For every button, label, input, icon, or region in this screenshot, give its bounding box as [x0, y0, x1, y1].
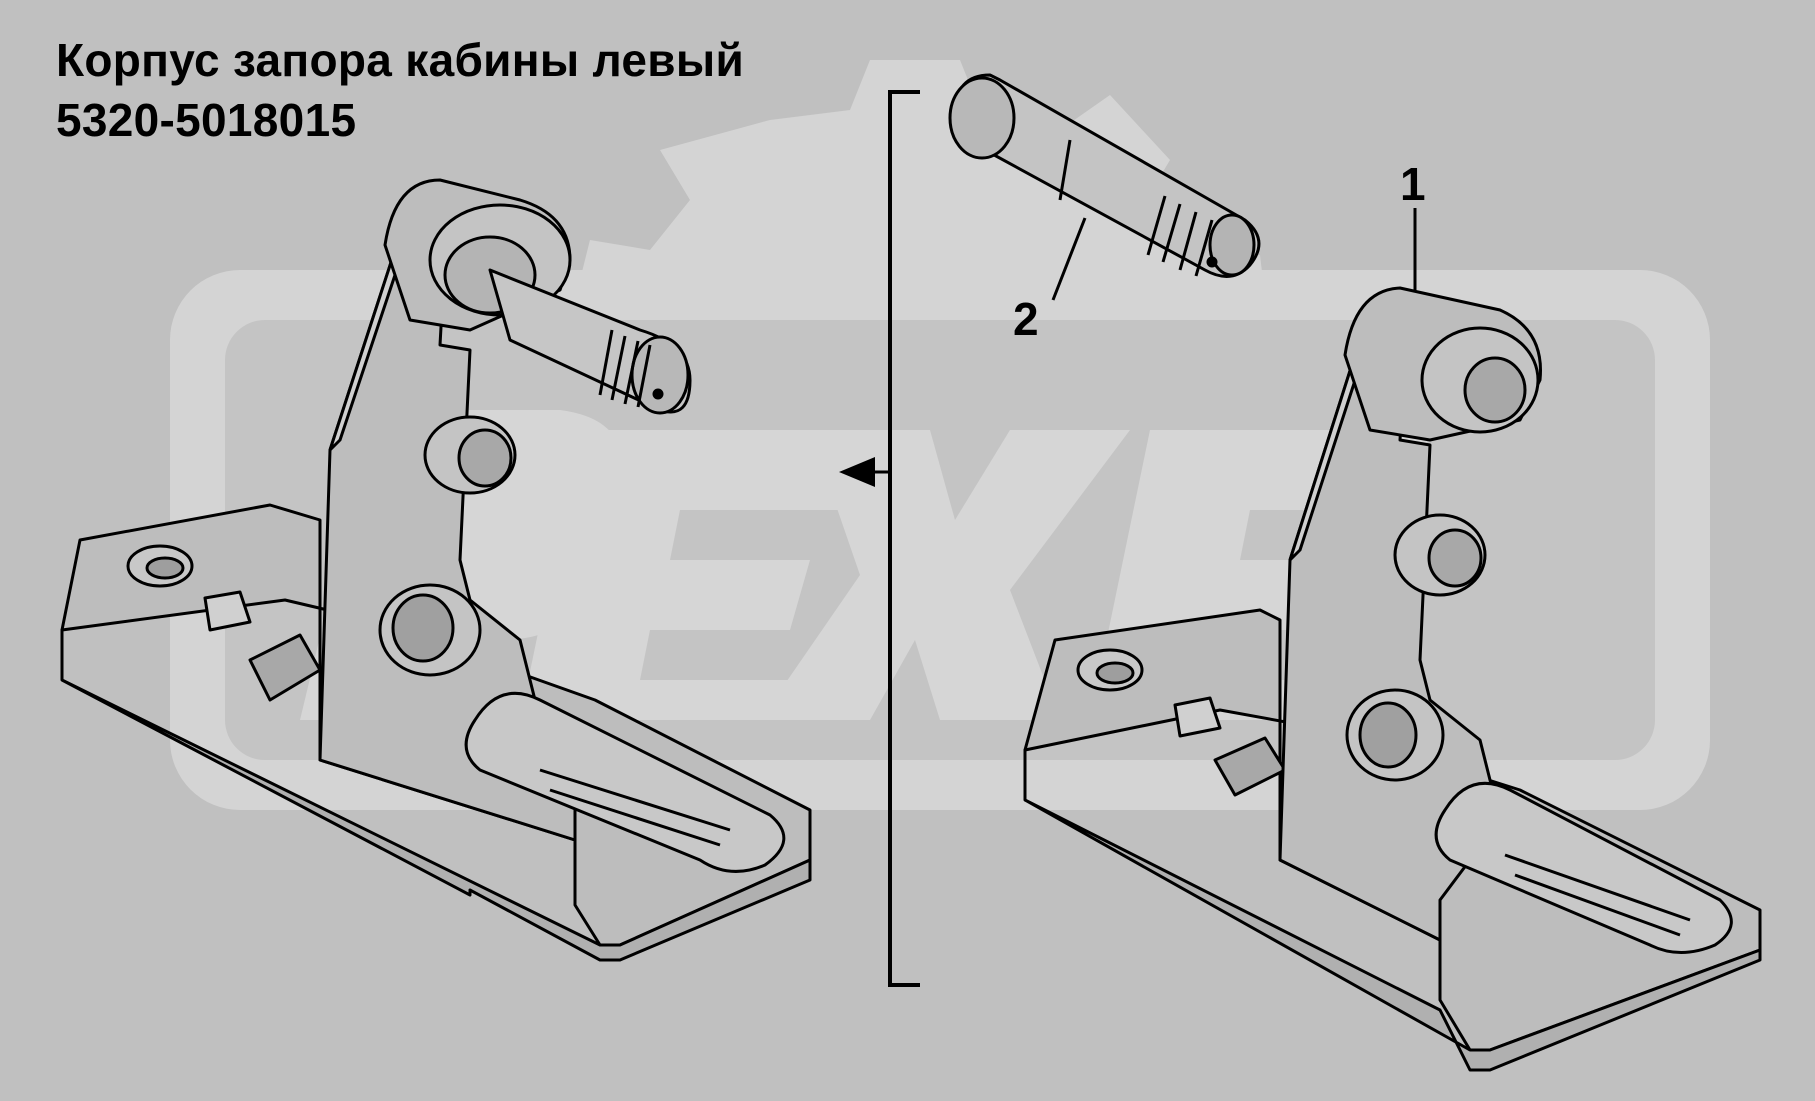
leader-lines — [1051, 208, 1417, 301]
left-assembled-latch-housing — [60, 178, 812, 962]
diagram-title: Корпус запора кабины левый — [56, 34, 745, 86]
exploded-view-bracket — [839, 90, 920, 987]
leader-line-2 — [1051, 217, 1087, 301]
callout-2: 2 — [1013, 293, 1039, 345]
callout-1: 1 — [1400, 158, 1426, 210]
bolt-part-2 — [948, 73, 1261, 278]
latch-body-part-1 — [1023, 286, 1762, 1072]
part-number: 5320-5018015 — [56, 94, 357, 146]
